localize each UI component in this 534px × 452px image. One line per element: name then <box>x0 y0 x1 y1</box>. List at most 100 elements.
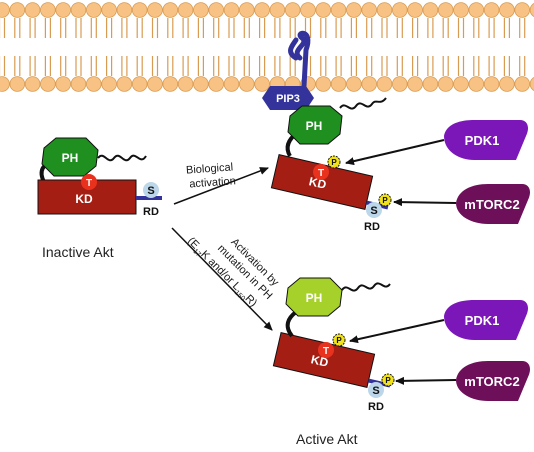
inactive-akt: KD RD S PH T <box>37 137 162 218</box>
lipid-head <box>422 76 439 92</box>
pdk1-kinase-top: PDK1 <box>444 120 528 160</box>
top-s-label: S <box>370 205 377 217</box>
pip3-anchor: PIP3 <box>262 30 314 110</box>
lipid-head <box>499 76 515 92</box>
bottom-ph-label: PH <box>306 291 323 305</box>
lipid-head <box>101 76 117 92</box>
top-t-phospho-label: P <box>331 158 337 167</box>
lipid-head <box>422 2 439 18</box>
lipid-head <box>86 2 102 18</box>
lipid-head <box>70 76 87 92</box>
lipid-head <box>24 2 41 18</box>
lipid-head <box>177 76 194 92</box>
lipid-head <box>315 2 332 18</box>
top-ph-label: PH <box>306 119 323 133</box>
bottom-t-label: T <box>323 346 329 357</box>
lipid-head <box>131 76 148 92</box>
lipid-head <box>193 76 209 92</box>
lipid-head <box>437 76 454 92</box>
mtorc2-label-bottom: mTORC2 <box>464 374 519 389</box>
lipid-head <box>101 2 117 18</box>
pdk1-label-top: PDK1 <box>465 133 500 148</box>
pip3-label: PIP3 <box>276 93 300 105</box>
lipid-head <box>391 76 408 92</box>
inactive-ph-label: PH <box>62 151 79 165</box>
pip3-hexagon <box>262 86 314 110</box>
lipid-head <box>330 2 347 18</box>
lipid-head <box>346 2 362 18</box>
lipid-head <box>376 2 393 18</box>
inactive-rd-label: RD <box>143 206 159 218</box>
pdk1-arrow-bottom <box>349 319 445 344</box>
lipid-head <box>193 2 209 18</box>
lipid-head <box>9 76 26 92</box>
lipid-head <box>529 3 534 17</box>
top-t-phospho <box>327 155 341 169</box>
lipid-head <box>116 76 133 92</box>
lipid-head <box>269 2 286 18</box>
lipid-head <box>147 2 163 18</box>
lipid-head <box>0 2 10 18</box>
lipid-head <box>147 76 163 92</box>
lipid-head <box>239 76 255 92</box>
lipid-head <box>300 2 316 18</box>
lipid-head <box>483 2 500 18</box>
lipid-head <box>131 2 148 18</box>
inactive-t-label: T <box>86 178 92 189</box>
lipid-head <box>9 2 26 18</box>
lipid-head <box>453 2 469 18</box>
top-s-phospho-label: P <box>382 196 388 205</box>
mtorc2-kinase-bottom: mTORC2 <box>456 361 530 401</box>
bottom-t-phospho <box>332 333 346 347</box>
active-akt-caption: Active Akt <box>296 431 358 447</box>
top-rd-label: RD <box>364 221 380 233</box>
lipid-head <box>407 76 423 92</box>
lipid-head <box>70 2 87 18</box>
lipid-head <box>177 2 194 18</box>
lipid-head <box>40 76 56 92</box>
lipid-head <box>0 76 10 92</box>
top-t-label: T <box>318 168 324 179</box>
inactive-akt-caption: Inactive Akt <box>42 244 114 260</box>
lipid-head <box>55 76 71 92</box>
lipid-head <box>437 2 454 18</box>
lipid-head <box>162 2 179 18</box>
inactive-ph-domain <box>41 137 99 177</box>
active-akt-mutation: KD RD S PH T P P <box>272 277 395 413</box>
lipid-head <box>208 2 225 18</box>
biological-activation-text: Biological activation <box>186 161 236 190</box>
mtorc2-kinase-top: mTORC2 <box>456 184 530 224</box>
lipid-head <box>40 2 56 18</box>
lipid-head <box>254 2 270 18</box>
lipid-head <box>284 2 301 18</box>
lipid-head <box>346 76 362 92</box>
lipid-head <box>239 2 255 18</box>
bottom-t-phospho-label: P <box>336 336 342 345</box>
mtorc2-arrow-bottom <box>395 376 457 385</box>
biological-activation-arrow <box>173 167 269 205</box>
lipid-head <box>223 2 240 18</box>
inactive-s-label: S <box>147 185 154 197</box>
bottom-s-label: S <box>372 385 379 397</box>
lipid-head <box>24 76 41 92</box>
lipid-head <box>529 77 534 91</box>
lipid-head <box>330 76 347 92</box>
lipid-head <box>254 76 270 92</box>
top-ph-domain <box>287 105 343 145</box>
lipid-head <box>514 2 530 18</box>
lipid-head <box>116 2 133 18</box>
inactive-t-site <box>81 174 97 190</box>
lipid-head <box>361 76 378 92</box>
bottom-t-site <box>318 342 334 358</box>
lipid-head <box>468 2 485 18</box>
lipid-bilayer-membrane <box>0 2 534 92</box>
active-akt-biological: KD RD S PH T P P <box>270 97 392 233</box>
lipid-head <box>514 76 530 92</box>
mtorc2-label-top: mTORC2 <box>464 197 519 212</box>
pdk1-kinase-bottom: PDK1 <box>444 300 528 340</box>
bottom-s-phospho <box>381 373 395 387</box>
top-kd-domain <box>270 154 374 210</box>
mtorc2-arrow-top <box>393 198 457 207</box>
lipid-head <box>499 2 515 18</box>
